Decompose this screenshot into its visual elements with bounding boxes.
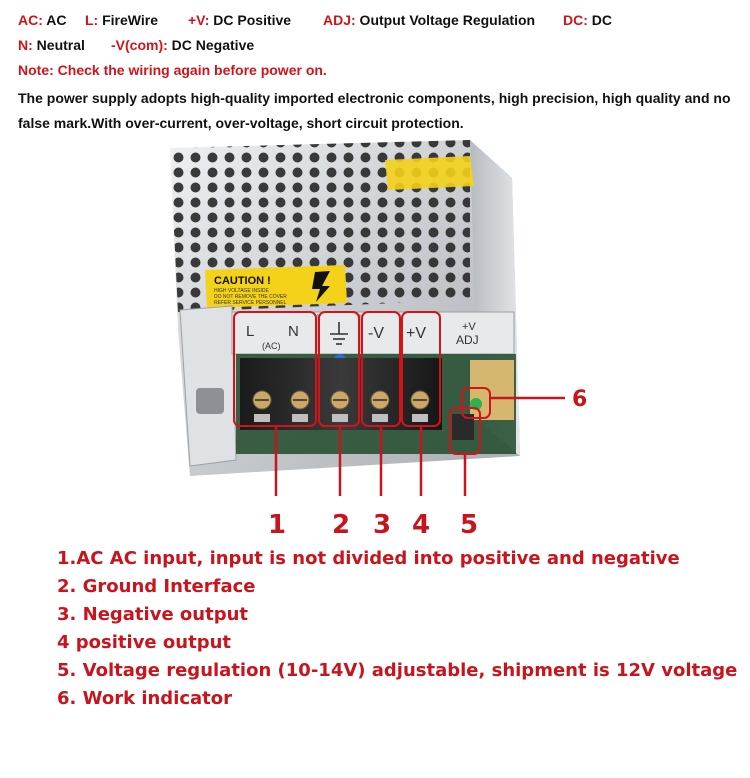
key-plus-v: +V: [188,12,210,28]
power-supply-photo: CAUTION ! HIGH VOLTAGE INSIDE DO NOT REM… [170,140,587,496]
label-adj-top: +V [462,321,476,333]
terminal-block [240,358,442,430]
legend-item: 2. Ground Interface [57,576,256,597]
label-adj: ADJ [456,333,479,347]
key-dc: DC: [563,12,588,28]
key-ac: AC: [18,12,43,28]
highlight-led [461,387,491,419]
key-l-value: FireWire [98,12,158,28]
label-negative: -V [368,325,384,342]
key-n-value: Neutral [32,37,85,53]
key-ac-value: AC [42,12,67,28]
highlight-boxes [233,311,491,455]
potentiometer [452,414,474,440]
svg-text:DO NOT REMOVE THE COVER: DO NOT REMOVE THE COVER [214,294,287,300]
leader-lines [274,396,565,496]
svg-text:HIGH VOLTAGE INSIDE: HIGH VOLTAGE INSIDE [214,288,269,294]
top-sticker [385,156,474,190]
callout-1: 1 [268,510,287,540]
legend-item: 4 positive output [57,632,231,653]
key-dc-value: DC [587,12,613,28]
label-n: N [288,323,299,340]
key-plus-v-value: DC Positive [209,12,292,28]
terminal-label-strip [231,311,515,355]
label-l: L [246,323,254,340]
callout-5: 5 [460,510,479,540]
key-minus-v: -V(com): [111,37,168,53]
mount-bracket [179,305,237,467]
key-l: L: [85,12,99,28]
legend-item: 6. Work indicator [57,688,233,709]
wiring-note: Note: Check the wiring again before powe… [18,62,327,78]
label-ac: (AC) [262,341,281,351]
svg-text:REFER SERVICE PERSONNEL: REFER SERVICE PERSONNEL [214,300,287,306]
caution-title: CAUTION ! [214,275,271,287]
callout-6: 6 [572,387,587,412]
product-description: The power supply adopts high-quality imp… [18,90,731,131]
key-minus-v-value: DC Negative [167,37,255,53]
legend-item: 5. Voltage regulation (10-14V) adjustabl… [57,660,738,681]
key-adj: ADJ: [323,12,356,28]
key-n: N: [18,37,33,53]
lightning-icon [312,271,330,302]
pcb-corner [470,360,514,420]
bracket-screw [196,388,224,414]
callout-3: 3 [373,510,392,540]
callout-2: 2 [332,510,351,540]
label-positive: +V [406,325,426,342]
caution-label: CAUTION ! HIGH VOLTAGE INSIDE DO NOT REM… [205,265,347,308]
legend-item: 1.AC AC input, input is not divided into… [57,548,680,569]
callout-4: 4 [412,510,431,540]
legend-item: 3. Negative output [57,604,249,625]
key-adj-value: Output Voltage Regulation [355,12,536,28]
ground-symbol-icon [330,322,348,345]
